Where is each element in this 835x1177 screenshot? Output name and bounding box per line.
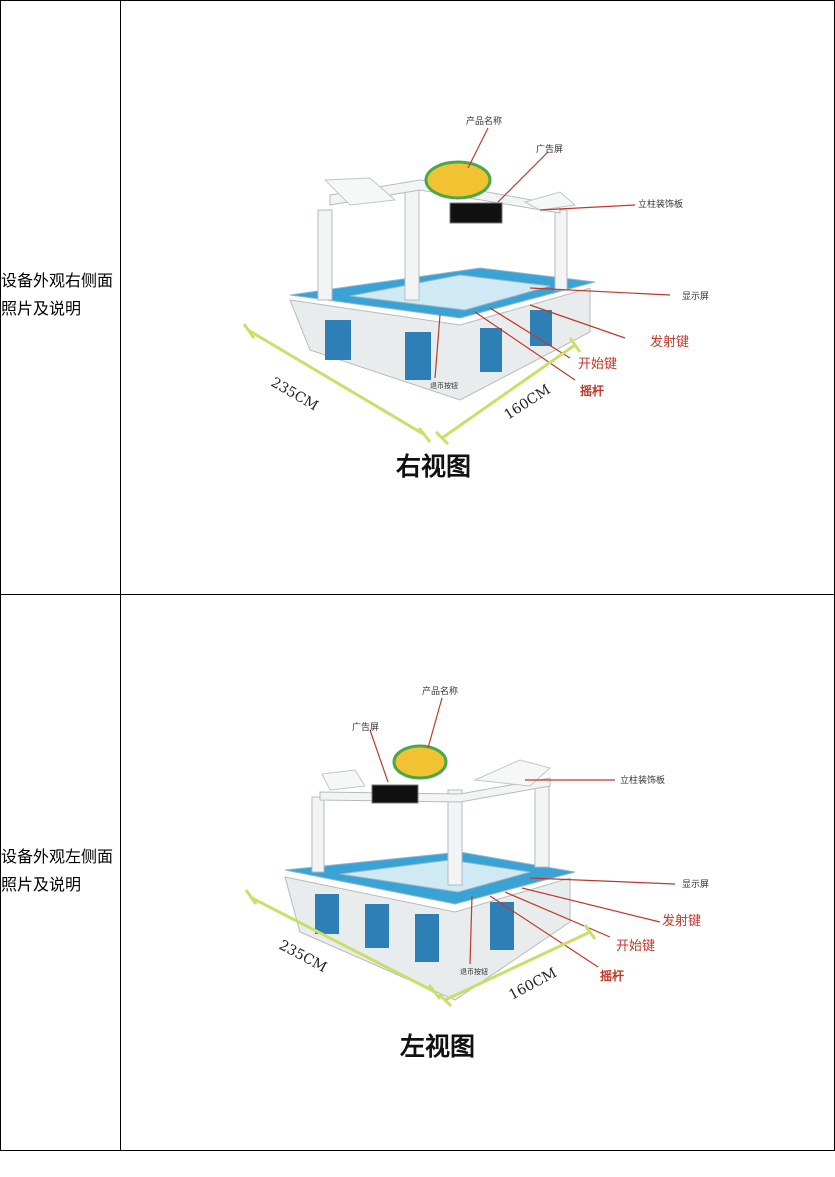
table-column-divider bbox=[120, 0, 121, 1151]
left-view-figure: 产品名称 广告屏 立柱装饰板 显示屏 发射键 开始键 摇杆 退币按钮 235CM… bbox=[230, 682, 730, 1062]
pillar bbox=[317, 209, 333, 301]
side-panel bbox=[490, 902, 514, 950]
label-joystick: 摇杆 bbox=[600, 968, 624, 983]
table-row-divider bbox=[0, 594, 835, 595]
label-ad-screen: 广告屏 bbox=[536, 143, 563, 155]
product-logo bbox=[424, 160, 492, 200]
label-display: 显示屏 bbox=[682, 291, 709, 302]
label-coin-button: 退币按钮 bbox=[430, 381, 458, 390]
dimension-length: 235CM bbox=[276, 937, 329, 975]
label-coin-button: 退币按钮 bbox=[460, 967, 488, 976]
dimension-width: 160CM bbox=[506, 965, 559, 1003]
label-joystick: 摇杆 bbox=[580, 383, 604, 398]
label-start-key: 开始键 bbox=[616, 939, 655, 954]
product-logo bbox=[392, 744, 448, 780]
pillar bbox=[311, 796, 325, 873]
ad-screen bbox=[371, 784, 419, 804]
figure-caption: 右视图 bbox=[396, 452, 471, 481]
annotation-arrows bbox=[369, 697, 676, 968]
label-fire-key: 发射键 bbox=[662, 913, 701, 929]
label-start-key: 开始键 bbox=[578, 357, 617, 372]
row-label-left-view: 设备外观左侧面照片及说明 bbox=[1, 847, 114, 894]
pillar bbox=[447, 789, 463, 886]
right-view-figure: 产品名称 广告屏 立柱装饰板 显示屏 发射键 开始键 摇杆 退币按钮 235CM… bbox=[230, 110, 730, 490]
glass-center bbox=[339, 859, 531, 893]
dimension-length: 235CM bbox=[268, 375, 321, 415]
pillar-decor-wing bbox=[523, 191, 577, 211]
left-view-illustration: 产品名称 广告屏 立柱装饰板 显示屏 发射键 开始键 摇杆 退币按钮 235CM… bbox=[244, 685, 709, 1061]
pillar-decor-wing bbox=[321, 769, 366, 791]
label-pillar-panel: 立柱装饰板 bbox=[620, 774, 665, 786]
ad-screen bbox=[449, 202, 503, 224]
pillar bbox=[534, 781, 550, 868]
side-panel bbox=[405, 332, 431, 380]
glass-center bbox=[349, 274, 551, 311]
label-ad-screen: 广告屏 bbox=[352, 721, 379, 733]
annotation-arrows bbox=[434, 127, 671, 381]
dimension-lines bbox=[242, 323, 582, 446]
pillar-decor-wing bbox=[323, 177, 397, 206]
side-panel bbox=[315, 894, 339, 934]
dimension-lines bbox=[244, 889, 597, 1008]
side-panel bbox=[365, 904, 389, 948]
label-pillar-panel: 立柱装饰板 bbox=[638, 198, 683, 210]
right-view-illustration: 产品名称 广告屏 立柱装饰板 显示屏 发射键 开始键 摇杆 退币按钮 235CM… bbox=[242, 115, 709, 481]
label-display: 显示屏 bbox=[682, 879, 709, 890]
pillar bbox=[554, 209, 568, 291]
table-border-bottom bbox=[0, 1150, 835, 1151]
label-product-name: 产品名称 bbox=[422, 685, 458, 697]
dimension-width: 160CM bbox=[501, 382, 553, 424]
pillar bbox=[404, 189, 420, 301]
table-border-top bbox=[0, 0, 835, 1]
table-border-left bbox=[0, 0, 1, 1151]
document-table: 设备外观右侧面照片及说明 设备外观左侧面照片及说明 bbox=[0, 0, 835, 1151]
row-label-right-view: 设备外观右侧面照片及说明 bbox=[1, 271, 114, 318]
side-panel bbox=[415, 914, 439, 962]
figure-caption: 左视图 bbox=[400, 1032, 475, 1061]
side-panel bbox=[325, 320, 351, 360]
label-product-name: 产品名称 bbox=[466, 115, 502, 127]
top-frame bbox=[329, 179, 561, 214]
cabinet-body bbox=[289, 287, 591, 401]
side-panel bbox=[480, 328, 502, 372]
label-fire-key: 发射键 bbox=[650, 334, 689, 350]
side-panel bbox=[530, 310, 552, 346]
